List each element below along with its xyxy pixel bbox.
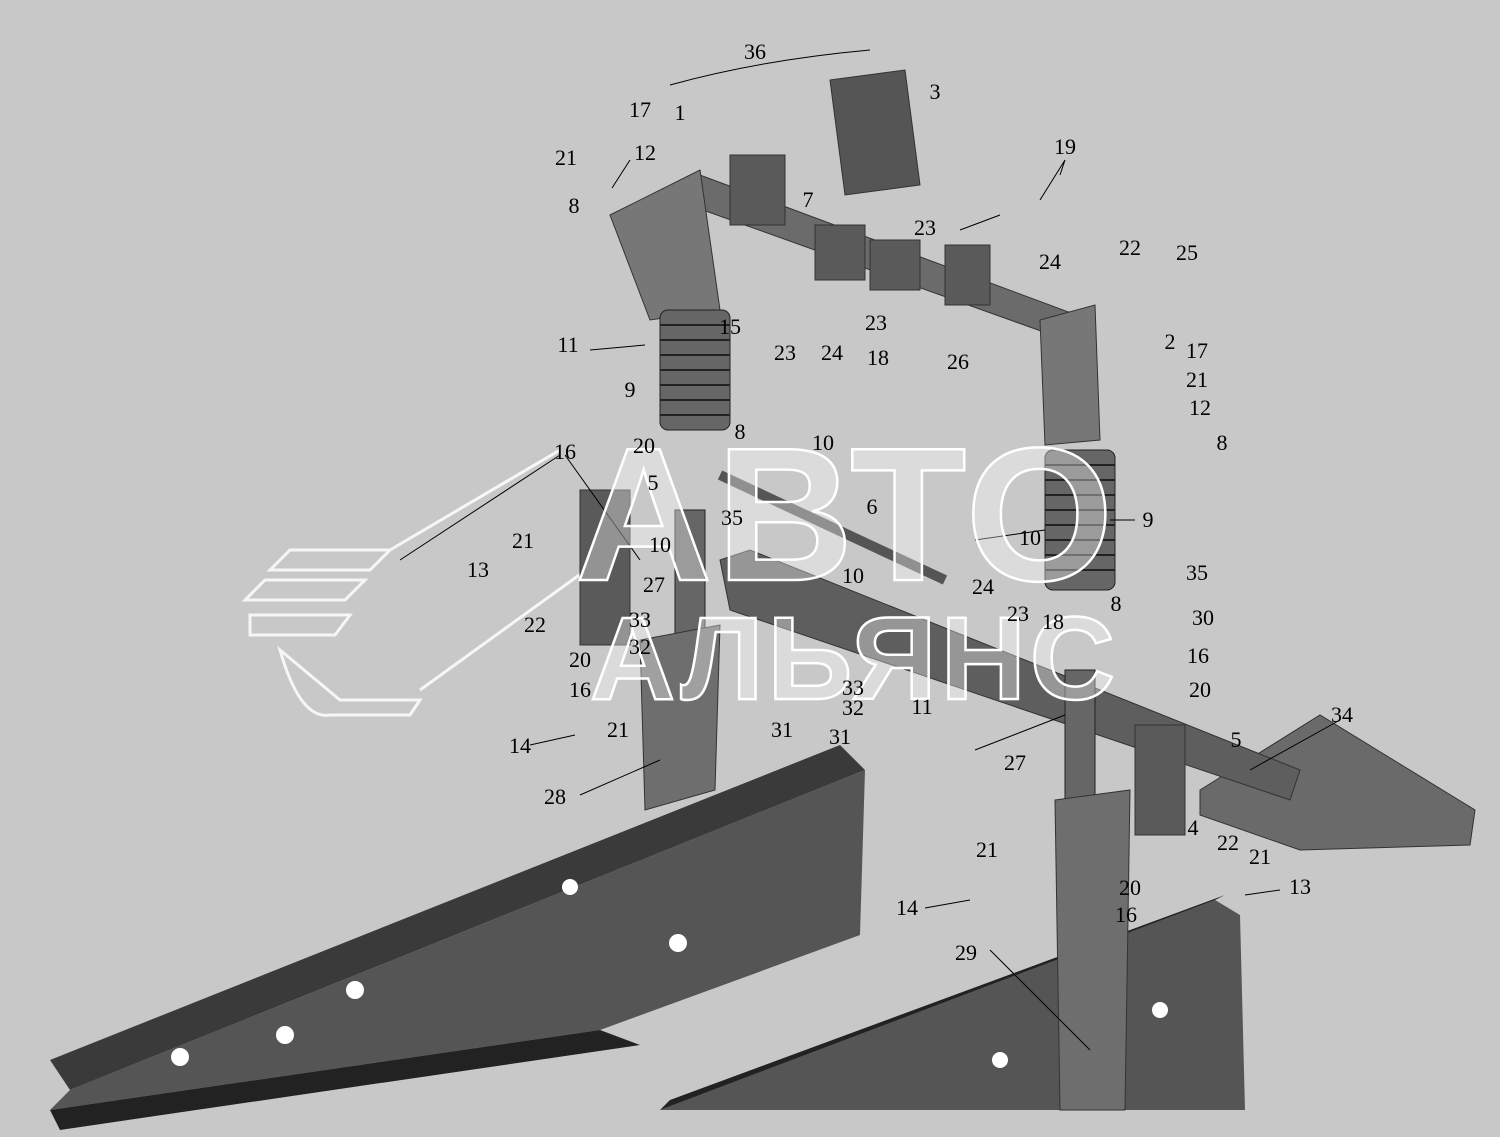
callout-11: 11	[911, 694, 933, 719]
callout-23: 23	[1007, 601, 1029, 626]
callout-5: 5	[1230, 727, 1242, 752]
callout-24: 24	[1039, 249, 1061, 274]
left-pillar	[639, 624, 721, 811]
callout-27: 27	[1004, 750, 1026, 775]
left-shock-absorber	[674, 509, 706, 641]
callout-24: 24	[972, 574, 994, 599]
callout-5: 5	[647, 470, 659, 495]
callout-4: 4	[1187, 815, 1199, 840]
callout-15: 15	[719, 314, 741, 339]
callout-10: 10	[1019, 525, 1041, 550]
left-frame-rail	[50, 745, 865, 1130]
callout-16: 16	[569, 677, 591, 702]
callout-9: 9	[1142, 507, 1154, 532]
callout-13: 13	[1289, 874, 1311, 899]
platform	[1199, 714, 1476, 851]
callout-21: 21	[1186, 367, 1208, 392]
callout-14: 14	[896, 895, 918, 920]
callout-8: 8	[1216, 430, 1228, 455]
callout-25: 25	[1176, 240, 1198, 265]
callout-22: 22	[1217, 830, 1239, 855]
callout-19: 19	[1054, 134, 1076, 159]
watermark-line1: АВТО	[574, 409, 1118, 621]
watermark-logo	[241, 448, 601, 717]
crossmember-brackets	[729, 154, 991, 306]
callout-7: 7	[802, 187, 814, 212]
callout-3: 3	[929, 79, 941, 104]
callout-14: 14	[509, 733, 531, 758]
callout-32: 32	[842, 695, 864, 720]
right-pillar	[1054, 789, 1131, 1111]
callout-31: 31	[771, 717, 793, 742]
callout-23: 23	[865, 310, 887, 335]
callout-35: 35	[1186, 560, 1208, 585]
callout-8: 8	[1110, 591, 1122, 616]
callout-35: 35	[721, 505, 743, 530]
callout-16: 16	[1115, 902, 1137, 927]
callout-27: 27	[643, 572, 665, 597]
right-support	[1039, 304, 1101, 446]
callout-20: 20	[1189, 677, 1211, 702]
callout-12: 12	[634, 140, 656, 165]
callout-13: 13	[467, 557, 489, 582]
callout-29: 29	[955, 940, 977, 965]
callout-21: 21	[555, 145, 577, 170]
callout-8: 8	[734, 419, 746, 444]
callout-30: 30	[1192, 605, 1214, 630]
callout-12: 12	[1189, 395, 1211, 420]
callout-23: 23	[914, 215, 936, 240]
callout-36: 36	[744, 39, 766, 64]
callout-26: 26	[947, 349, 969, 374]
leader-lines	[399, 49, 1341, 1051]
callout-9: 9	[624, 377, 636, 402]
callout-20: 20	[1119, 875, 1141, 900]
rail-holes	[171, 879, 1168, 1068]
stabilizer-rod	[717, 470, 948, 585]
callout-23: 23	[774, 340, 796, 365]
callout-11: 11	[557, 332, 579, 357]
callout-24: 24	[821, 340, 843, 365]
callout-33: 33	[842, 675, 864, 700]
callout-22: 22	[1119, 235, 1141, 260]
callout-32: 32	[629, 634, 651, 659]
callout-10: 10	[842, 563, 864, 588]
left-support	[609, 169, 721, 321]
right-bracket-5	[1134, 724, 1186, 836]
callout-21: 21	[607, 717, 629, 742]
spring-coils	[660, 324, 1115, 571]
watermark-line2: АЛЬЯНС	[589, 593, 1120, 725]
callout-2: 2	[1164, 329, 1176, 354]
callout-1: 1	[674, 100, 686, 125]
callout-18: 18	[867, 345, 889, 370]
callout-17: 17	[1186, 338, 1208, 363]
callout-16: 16	[554, 439, 576, 464]
bracket-3	[829, 69, 921, 196]
callout-16: 16	[1187, 643, 1209, 668]
right-shock-absorber	[1064, 669, 1096, 801]
left-bracket-5	[579, 489, 631, 646]
callout-33: 33	[629, 607, 651, 632]
callout-8: 8	[568, 193, 580, 218]
callout-31: 31	[829, 724, 851, 749]
callout-34: 34	[1331, 702, 1353, 727]
callout-17: 17	[629, 97, 651, 122]
callout-21: 21	[512, 528, 534, 553]
callout-22: 22	[524, 612, 546, 637]
callout-28: 28	[544, 784, 566, 809]
callout-18: 18	[1042, 609, 1064, 634]
callout-6: 6	[866, 494, 878, 519]
callout-20: 20	[569, 647, 591, 672]
callout-10: 10	[649, 532, 671, 557]
callout-21: 21	[1249, 844, 1271, 869]
callout-21: 21	[976, 837, 998, 862]
callout-10: 10	[812, 430, 834, 455]
callout-20: 20	[633, 433, 655, 458]
